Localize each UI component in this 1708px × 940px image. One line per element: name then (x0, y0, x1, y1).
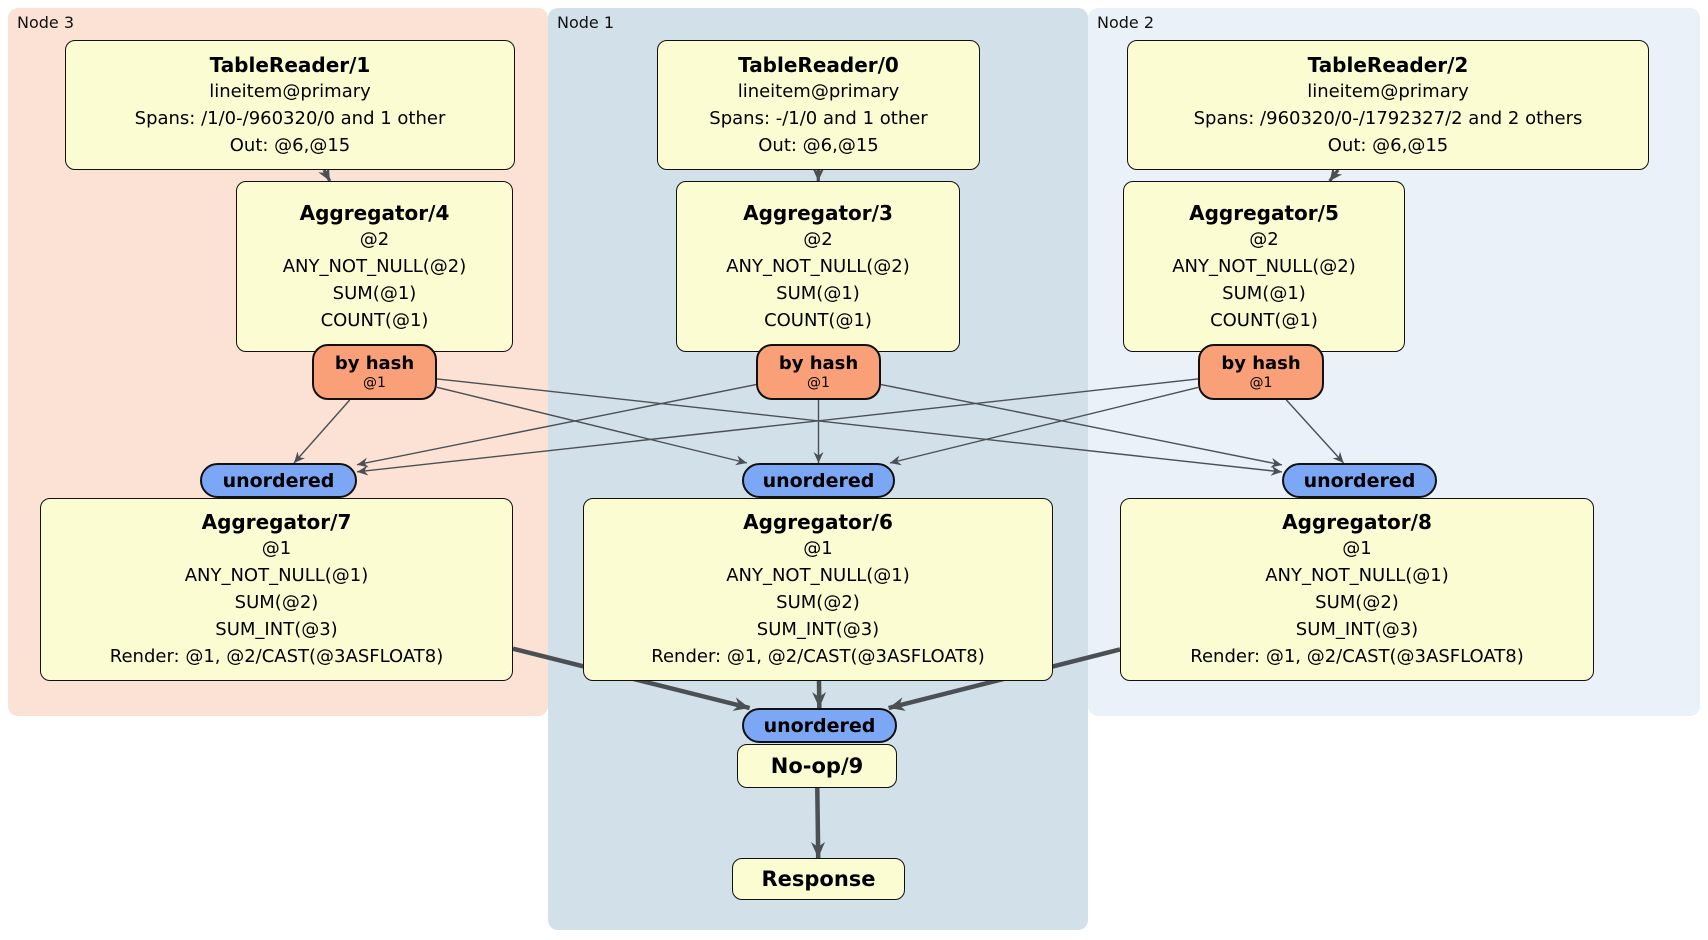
router-key: @1 (1249, 375, 1273, 391)
processor-aggregator-4: Aggregator/4 @2 ANY_NOT_NULL(@2) SUM(@1)… (236, 181, 513, 352)
sync-unordered-final: unordered (742, 708, 897, 743)
processor-detail: lineitem@primary (737, 80, 900, 102)
processor-aggregator-6: Aggregator/6 @1 ANY_NOT_NULL(@1) SUM(@2)… (583, 498, 1053, 681)
processor-detail: SUM(@2) (234, 592, 319, 613)
response-node: Response (732, 858, 905, 900)
region-label: Node 1 (557, 13, 615, 32)
processor-title: Aggregator/4 (299, 200, 450, 225)
processor-tablereader-2: TableReader/2 lineitem@primary Spans: /9… (1127, 40, 1649, 170)
processor-aggregator-7: Aggregator/7 @1 ANY_NOT_NULL(@1) SUM(@2)… (40, 498, 513, 681)
region-label: Node 2 (1097, 13, 1155, 32)
processor-detail: ANY_NOT_NULL(@1) (184, 565, 369, 586)
processor-detail: ANY_NOT_NULL(@2) (1172, 255, 1356, 277)
processor-detail: SUM_INT(@3) (1295, 619, 1419, 640)
processor-title: Aggregator/3 (743, 200, 893, 225)
processor-title: TableReader/1 (209, 52, 371, 77)
processor-detail: @1 (803, 538, 833, 559)
processor-detail: SUM(@1) (1222, 282, 1306, 304)
processor-title: Aggregator/7 (201, 510, 352, 534)
processor-aggregator-3: Aggregator/3 @2 ANY_NOT_NULL(@2) SUM(@1)… (676, 181, 960, 352)
processor-detail: ANY_NOT_NULL(@1) (726, 565, 910, 586)
processor-detail: SUM(@1) (776, 282, 860, 304)
processor-detail: ANY_NOT_NULL(@2) (282, 255, 467, 277)
processor-detail: SUM(@2) (1315, 592, 1399, 613)
region-label: Node 3 (17, 13, 75, 32)
sync-unordered-middle: unordered (742, 463, 895, 498)
processor-noop-9: No-op/9 (737, 744, 897, 788)
processor-detail: SUM_INT(@3) (215, 619, 338, 640)
router-by-hash-5: by hash @1 (1198, 344, 1324, 400)
processor-detail: @2 (803, 228, 833, 250)
processor-detail: lineitem@primary (1307, 80, 1469, 102)
processor-detail: ANY_NOT_NULL(@1) (1265, 565, 1449, 586)
processor-detail: Render: @1, @2/CAST(@3ASFLOAT8) (109, 646, 444, 667)
processor-title: TableReader/2 (1307, 52, 1469, 77)
router-label: by hash (334, 353, 415, 374)
processor-detail: Render: @1, @2/CAST(@3ASFLOAT8) (651, 646, 985, 667)
processor-tablereader-0: TableReader/0 lineitem@primary Spans: -/… (657, 40, 980, 170)
processor-detail: COUNT(@1) (1210, 309, 1318, 331)
processor-detail: COUNT(@1) (764, 309, 872, 331)
processor-aggregator-5: Aggregator/5 @2 ANY_NOT_NULL(@2) SUM(@1)… (1123, 181, 1405, 352)
processor-title: TableReader/0 (738, 52, 899, 77)
processor-detail: Out: @6,@15 (1327, 134, 1449, 156)
processor-detail: SUM(@2) (776, 592, 860, 613)
processor-detail: Out: @6,@15 (229, 134, 351, 156)
processor-title: Aggregator/6 (743, 510, 893, 534)
processor-detail: @1 (261, 538, 292, 559)
sync-unordered-left: unordered (200, 463, 357, 498)
router-label: by hash (1221, 353, 1301, 374)
processor-detail: Out: @6,@15 (758, 134, 879, 156)
processor-detail: @2 (1249, 228, 1279, 250)
processor-detail: Render: @1, @2/CAST(@3ASFLOAT8) (1190, 646, 1524, 667)
processor-detail: COUNT(@1) (320, 309, 429, 331)
processor-detail: @2 (359, 228, 390, 250)
processor-aggregator-8: Aggregator/8 @1 ANY_NOT_NULL(@1) SUM(@2)… (1120, 498, 1594, 681)
router-label: by hash (778, 353, 859, 374)
router-key: @1 (363, 375, 386, 391)
processor-detail: Spans: /1/0-/960320/0 and 1 other (134, 107, 446, 129)
processor-title: Aggregator/5 (1189, 200, 1339, 225)
processor-tablereader-1: TableReader/1 lineitem@primary Spans: /1… (65, 40, 515, 170)
processor-detail: @1 (1342, 538, 1372, 559)
processor-detail: SUM(@1) (332, 282, 417, 304)
processor-detail: Spans: /960320/0-/1792327/2 and 2 others (1193, 107, 1583, 129)
processor-title: No-op/9 (770, 754, 864, 778)
processor-detail: Spans: -/1/0 and 1 other (709, 107, 928, 129)
processor-detail: ANY_NOT_NULL(@2) (726, 255, 910, 277)
router-by-hash-3: by hash @1 (756, 344, 881, 400)
router-by-hash-4: by hash @1 (312, 344, 437, 400)
processor-title: Response (761, 867, 876, 891)
router-key: @1 (807, 375, 830, 391)
processor-title: Aggregator/8 (1282, 510, 1432, 534)
processor-detail: lineitem@primary (209, 80, 371, 102)
processor-detail: SUM_INT(@3) (756, 619, 880, 640)
sync-unordered-right: unordered (1282, 463, 1437, 498)
